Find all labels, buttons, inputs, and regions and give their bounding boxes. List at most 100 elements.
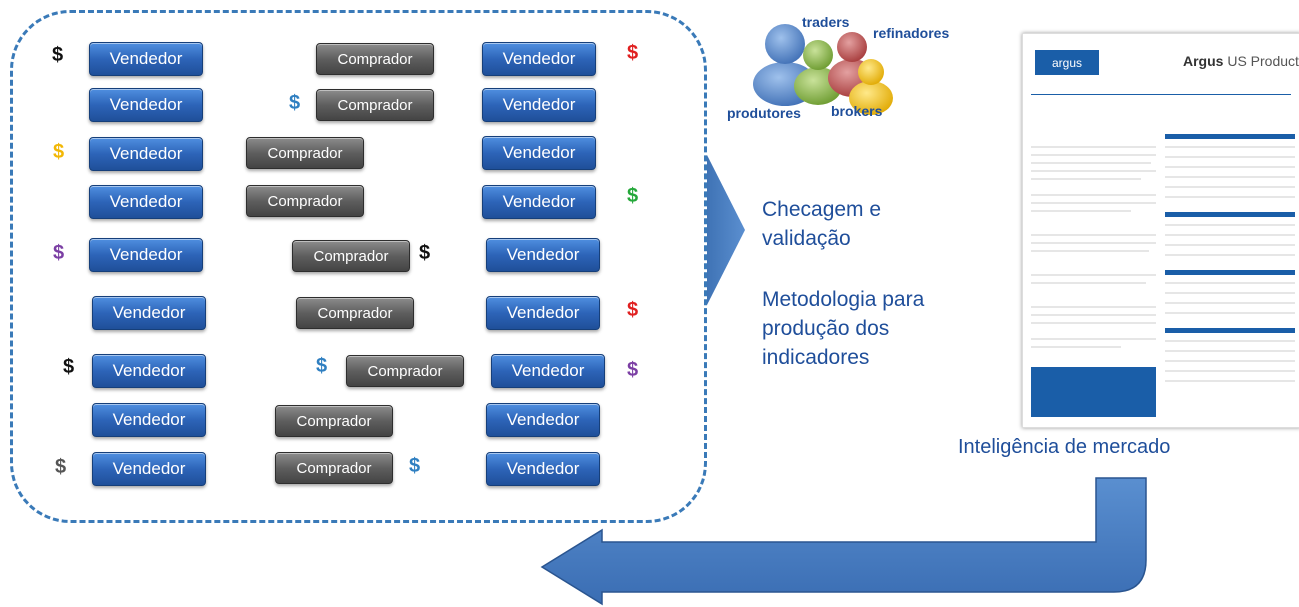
process-line: Checagem e (762, 198, 882, 221)
report-title-brand: Argus (1183, 53, 1224, 69)
process-text-checagem: Checagem e validação (762, 195, 881, 253)
process-line: indicadores (762, 346, 870, 369)
buyer-button[interactable]: Comprador (316, 89, 434, 121)
report-text-line (1031, 274, 1156, 276)
report-table-line (1165, 166, 1295, 168)
participants-icon (753, 24, 893, 115)
currency-symbol: $ (627, 185, 639, 207)
report-table-line (1165, 234, 1295, 236)
participant-label-produtores: produtores (727, 105, 801, 121)
market-frame (10, 10, 707, 523)
currency-symbol: $ (52, 44, 64, 66)
process-line: produção dos (762, 317, 890, 340)
seller-button[interactable]: Vendedor (491, 354, 605, 388)
report-table-line (1165, 224, 1295, 226)
currency-symbol: $ (289, 92, 301, 114)
report-table-line (1165, 282, 1295, 284)
report-text-line (1031, 322, 1156, 324)
seller-button[interactable]: Vendedor (89, 88, 203, 122)
currency-symbol: $ (627, 299, 639, 321)
report-text-line (1031, 170, 1156, 172)
currency-symbol: $ (419, 242, 431, 264)
report-table-line (1165, 176, 1295, 178)
report-table-line (1165, 350, 1295, 352)
report-table-line (1165, 302, 1295, 304)
participant-label-refinadores: refinadores (873, 25, 950, 41)
report-text-line (1031, 234, 1156, 236)
report-text-line (1031, 346, 1121, 348)
report-logo: argus (1035, 50, 1099, 75)
report-table-line (1165, 196, 1295, 198)
report-text-line (1031, 202, 1156, 204)
report-table-header (1165, 328, 1295, 333)
buyer-button[interactable]: Comprador (316, 43, 434, 75)
report-table-header (1165, 134, 1295, 139)
currency-symbol: $ (627, 42, 639, 64)
report-text-line (1031, 282, 1146, 284)
seller-button[interactable]: Vendedor (482, 136, 596, 170)
seller-button[interactable]: Vendedor (92, 354, 206, 388)
buyer-button[interactable]: Comprador (275, 452, 393, 484)
report-text-line (1031, 178, 1141, 180)
seller-button[interactable]: Vendedor (89, 185, 203, 219)
currency-symbol: $ (627, 359, 639, 381)
report-table-line (1165, 244, 1295, 246)
currency-symbol: $ (63, 356, 75, 378)
buyer-button[interactable]: Comprador (292, 240, 410, 272)
currency-symbol: $ (316, 355, 328, 377)
seller-button[interactable]: Vendedor (89, 238, 203, 272)
return-arrow-icon (540, 477, 1147, 606)
report-rule (1031, 94, 1291, 95)
process-line: Metodologia para (762, 288, 925, 311)
seller-button[interactable]: Vendedor (89, 42, 203, 76)
buyer-button[interactable]: Comprador (346, 355, 464, 387)
buyer-button[interactable]: Comprador (246, 185, 364, 217)
currency-symbol: $ (55, 456, 67, 478)
report-title: Argus US Products (1183, 53, 1299, 69)
report-text-line (1031, 194, 1156, 196)
seller-button[interactable]: Vendedor (482, 42, 596, 76)
report-text-line (1031, 250, 1149, 252)
seller-button[interactable]: Vendedor (486, 238, 600, 272)
seller-button[interactable]: Vendedor (482, 185, 596, 219)
participant-label-brokers: brokers (831, 103, 883, 119)
report-table-line (1165, 340, 1295, 342)
report-text-line (1031, 154, 1156, 156)
report-title-rest: US Products (1223, 53, 1299, 69)
seller-button[interactable]: Vendedor (92, 452, 206, 486)
report-text-line (1031, 210, 1131, 212)
report-table-line (1165, 360, 1295, 362)
report-document: argus Argus US Products (1022, 33, 1299, 428)
report-text-line (1031, 146, 1156, 148)
seller-button[interactable]: Vendedor (92, 296, 206, 330)
report-text-line (1031, 338, 1156, 340)
seller-button[interactable]: Vendedor (486, 296, 600, 330)
seller-button[interactable]: Vendedor (486, 403, 600, 437)
report-table-line (1165, 370, 1295, 372)
currency-symbol: $ (409, 455, 421, 477)
report-text-line (1031, 242, 1156, 244)
buyer-button[interactable]: Comprador (246, 137, 364, 169)
buyer-button[interactable]: Comprador (275, 405, 393, 437)
currency-symbol: $ (53, 242, 65, 264)
report-table-line (1165, 186, 1295, 188)
chevron-right-icon (707, 155, 745, 305)
report-table-header (1165, 212, 1295, 217)
currency-symbol: $ (53, 141, 65, 163)
seller-button[interactable]: Vendedor (89, 137, 203, 171)
report-text-line (1031, 314, 1156, 316)
report-table-line (1165, 156, 1295, 158)
seller-button[interactable]: Vendedor (482, 88, 596, 122)
participant-label-traders: traders (802, 14, 850, 30)
buyer-button[interactable]: Comprador (296, 297, 414, 329)
seller-button[interactable]: Vendedor (486, 452, 600, 486)
report-table-header (1165, 270, 1295, 275)
report-table-line (1165, 292, 1295, 294)
report-table-line (1165, 380, 1295, 382)
market-participants: traders refinadores produtores brokers (727, 8, 960, 123)
report-text-line (1031, 306, 1156, 308)
report-table-line (1165, 312, 1295, 314)
report-caption: Inteligência de mercado (958, 436, 1171, 458)
seller-button[interactable]: Vendedor (92, 403, 206, 437)
report-contents-box (1031, 367, 1156, 417)
